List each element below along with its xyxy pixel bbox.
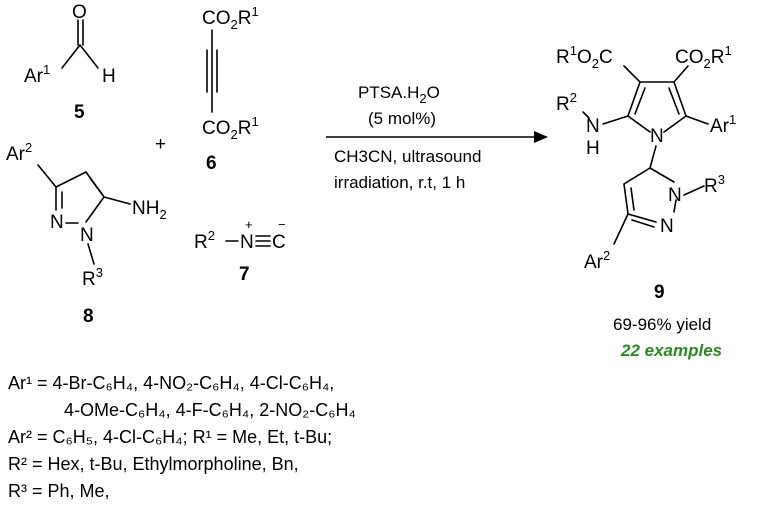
legend-line: 4-OMe-C₆H₄, 4-F-C₆H₄, 2-NO₂-C₆H₄ <box>64 400 356 420</box>
bond <box>668 87 680 115</box>
bond <box>634 87 646 115</box>
bond <box>631 219 655 228</box>
compound-7: R2 N + C − 7 <box>194 217 286 285</box>
bond <box>630 187 635 211</box>
solvent-text: CH3CN, ultrasound <box>334 147 481 166</box>
bond <box>623 183 629 215</box>
amino-group: NH2 <box>132 198 167 222</box>
reaction-arrow <box>326 131 548 143</box>
bond <box>673 65 689 83</box>
bond <box>602 115 629 125</box>
pyrazole-n1: N <box>80 225 94 246</box>
ar1-group: Ar1 <box>24 62 50 87</box>
bond <box>613 213 629 245</box>
conditions-text: irradiation, r.t, 1 h <box>334 173 465 192</box>
bond <box>89 177 103 195</box>
positive-charge: + <box>245 217 253 232</box>
bond <box>685 115 709 125</box>
substituent-legend: Ar¹ = 4-Br-C₆H₄, 4-NO₂-C₆H₄, 4-Cl-C₆H₄, … <box>8 370 356 505</box>
bond <box>37 164 57 188</box>
pyrazole-n2: N <box>50 212 64 233</box>
legend-line: Ar² = C₆H₅, 4-Cl-C₆H₄; R¹ = Me, Et, t-Bu… <box>8 427 333 447</box>
bond <box>61 44 81 69</box>
bond <box>673 81 687 117</box>
bond <box>85 196 105 223</box>
bond <box>663 115 687 133</box>
negative-charge: − <box>278 217 286 232</box>
bond <box>627 115 651 133</box>
bottom-ester: CO2R1 <box>202 114 259 142</box>
legend-line: R² = Hex, t-Bu, Ethylmorpholine, Bn, <box>8 454 299 474</box>
r2-substituent: R2 <box>556 90 577 115</box>
left-ester: R1O2C <box>556 43 613 71</box>
isocyanide-c: C <box>272 232 286 253</box>
compound-label-7: 7 <box>239 264 250 285</box>
r3-substituent: R3 <box>704 172 725 197</box>
bond <box>103 196 131 205</box>
r2-group: R2 <box>194 228 215 253</box>
bond <box>87 243 95 265</box>
compound-label-9: 9 <box>654 282 665 303</box>
bond <box>55 171 87 188</box>
amine-n: N <box>586 116 600 137</box>
bond <box>79 44 99 69</box>
catalyst-loading: (5 mol%) <box>368 109 436 128</box>
compound-8: Ar2 N N NH2 R3 8 <box>6 140 167 327</box>
compound-5: O Ar1 H 5 <box>24 2 116 123</box>
pyrrole-n: N <box>650 126 664 147</box>
bond <box>582 111 590 119</box>
oxygen-atom: O <box>72 2 87 23</box>
top-ester: CO2R1 <box>202 4 259 32</box>
bond <box>649 145 657 169</box>
ar1-substituent: Ar1 <box>710 112 736 137</box>
examples-text: 22 examples <box>620 341 722 360</box>
compound-6: CO2R1 CO2R1 6 <box>202 4 259 174</box>
r3-group: R3 <box>82 265 103 290</box>
pyrazole-n1-product: N <box>668 185 682 206</box>
catalyst-text: PTSA.H2O <box>358 83 440 106</box>
bond <box>623 65 641 83</box>
bond <box>673 199 677 213</box>
compound-9: R1O2C CO2R1 N R2 N H Ar1 N N R3 <box>556 43 736 303</box>
legend-line: R³ = Ph, Me, <box>8 481 110 501</box>
isocyanide-n: N <box>240 232 254 253</box>
bond <box>683 185 705 196</box>
bond <box>649 167 675 183</box>
ar2-substituent: Ar2 <box>584 248 610 273</box>
compound-label-5: 5 <box>74 102 85 123</box>
amine-h: H <box>586 138 600 159</box>
plus-sign: + <box>155 134 166 155</box>
ar2-group: Ar2 <box>6 140 32 165</box>
pyrazole-n2-product: N <box>660 216 674 237</box>
right-ester: CO2R1 <box>675 43 732 71</box>
legend-line: Ar¹ = 4-Br-C₆H₄, 4-NO₂-C₆H₄, 4-Cl-C₆H₄, <box>8 373 335 393</box>
compound-label-6: 6 <box>206 153 217 174</box>
bond <box>627 213 657 223</box>
bond <box>627 81 641 117</box>
compound-label-8: 8 <box>83 306 94 327</box>
arrow-head-icon <box>534 131 548 143</box>
bond <box>623 167 651 185</box>
hydrogen-atom: H <box>102 66 116 87</box>
yield-text: 69-96% yield <box>613 315 711 334</box>
